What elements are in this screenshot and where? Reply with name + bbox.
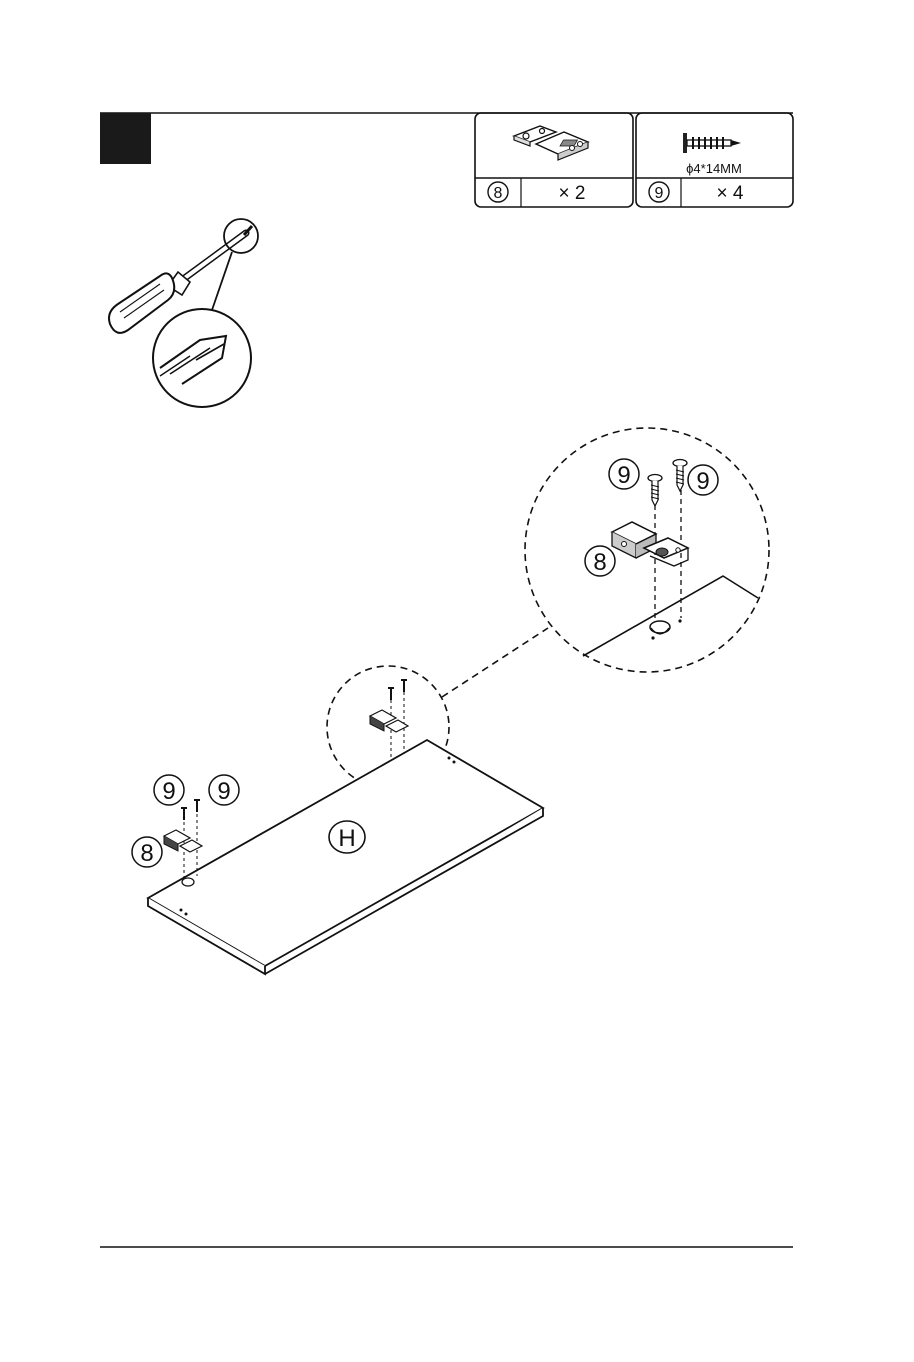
- hinge-icon: [612, 522, 688, 566]
- panel-h: H: [148, 740, 543, 974]
- svg-text:H: H: [338, 825, 355, 852]
- parts-box-hinge: 8 × 2: [475, 113, 633, 207]
- phillips-screwdriver-icon: [109, 219, 258, 407]
- svg-text:8: 8: [593, 549, 606, 576]
- svg-text:8: 8: [140, 840, 153, 867]
- screw-icon: [683, 133, 741, 153]
- hinge-icon: [514, 126, 588, 160]
- callout-hinge: 8: [585, 546, 615, 576]
- svg-text:9: 9: [655, 185, 664, 202]
- part-quantity: × 4: [717, 183, 744, 204]
- panel-label: H: [329, 821, 365, 853]
- parts-box-screw: ϕ4*14MM 9 × 4: [636, 113, 793, 207]
- part-spec: ϕ4*14MM: [686, 161, 742, 176]
- screw-icon: [673, 460, 687, 492]
- svg-text:8: 8: [494, 185, 503, 202]
- callout-screw: 9: [209, 775, 239, 805]
- part-quantity: × 2: [559, 183, 586, 204]
- screw-icon: [648, 475, 662, 507]
- detail-magnifier: 9 9 8: [442, 428, 769, 697]
- svg-text:9: 9: [617, 462, 630, 489]
- callout-screw: 9: [609, 459, 639, 489]
- svg-text:9: 9: [217, 778, 230, 805]
- callout-screw: 9: [154, 775, 184, 805]
- step-number-box: [100, 113, 151, 164]
- part-id-badge: 9: [649, 182, 669, 202]
- svg-text:9: 9: [696, 468, 709, 495]
- callout-screw: 9: [688, 465, 718, 495]
- svg-text:9: 9: [162, 778, 175, 805]
- part-id-badge: 8: [488, 182, 508, 202]
- callout-hinge: 8: [132, 837, 162, 867]
